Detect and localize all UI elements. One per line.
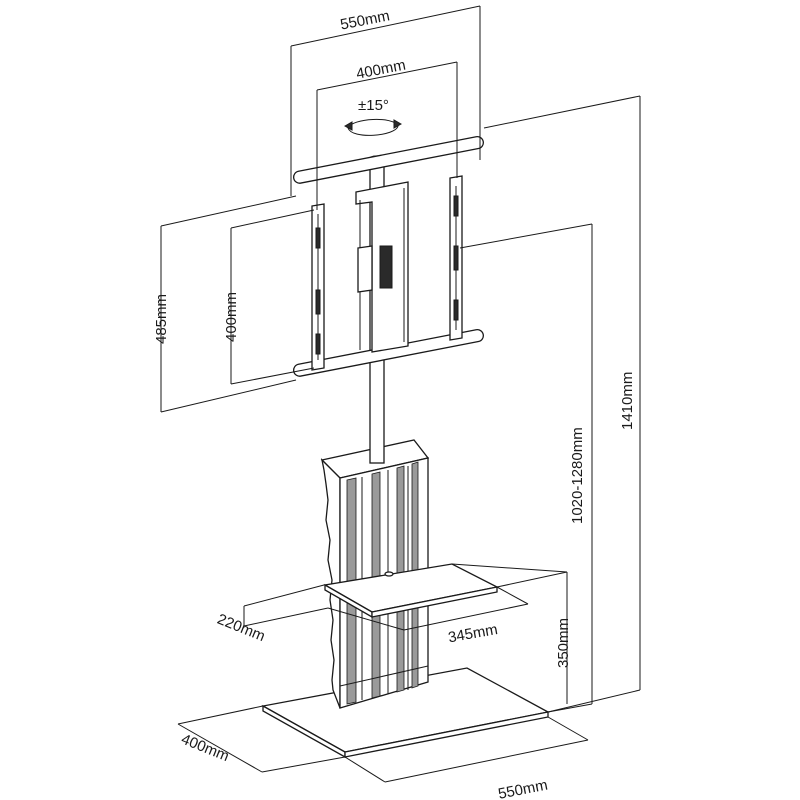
- dim-total-height: 1410mm: [619, 372, 636, 430]
- base-plate: [261, 667, 550, 759]
- dim-shelf-height: 350mm: [555, 618, 572, 668]
- dim-shelf-width: 345mm: [447, 621, 499, 646]
- dim-shelf-depth: 220mm: [215, 611, 268, 646]
- dim-mount-height-outer: 485mm: [153, 294, 170, 344]
- dimension-lines: [160, 5, 641, 783]
- dim-mount-width-inner: 400mm: [355, 57, 407, 83]
- dim-base-width: 550mm: [497, 777, 549, 800]
- dim-mount-height-inner: 400mm: [223, 292, 240, 342]
- dim-mount-width-outer: 550mm: [339, 7, 391, 33]
- vesa-mount-frame: [293, 135, 484, 377]
- dim-height-range: 1020-1280mm: [569, 427, 586, 524]
- dim-tilt: ±15°: [358, 97, 389, 114]
- dim-base-depth: 400mm: [179, 731, 232, 766]
